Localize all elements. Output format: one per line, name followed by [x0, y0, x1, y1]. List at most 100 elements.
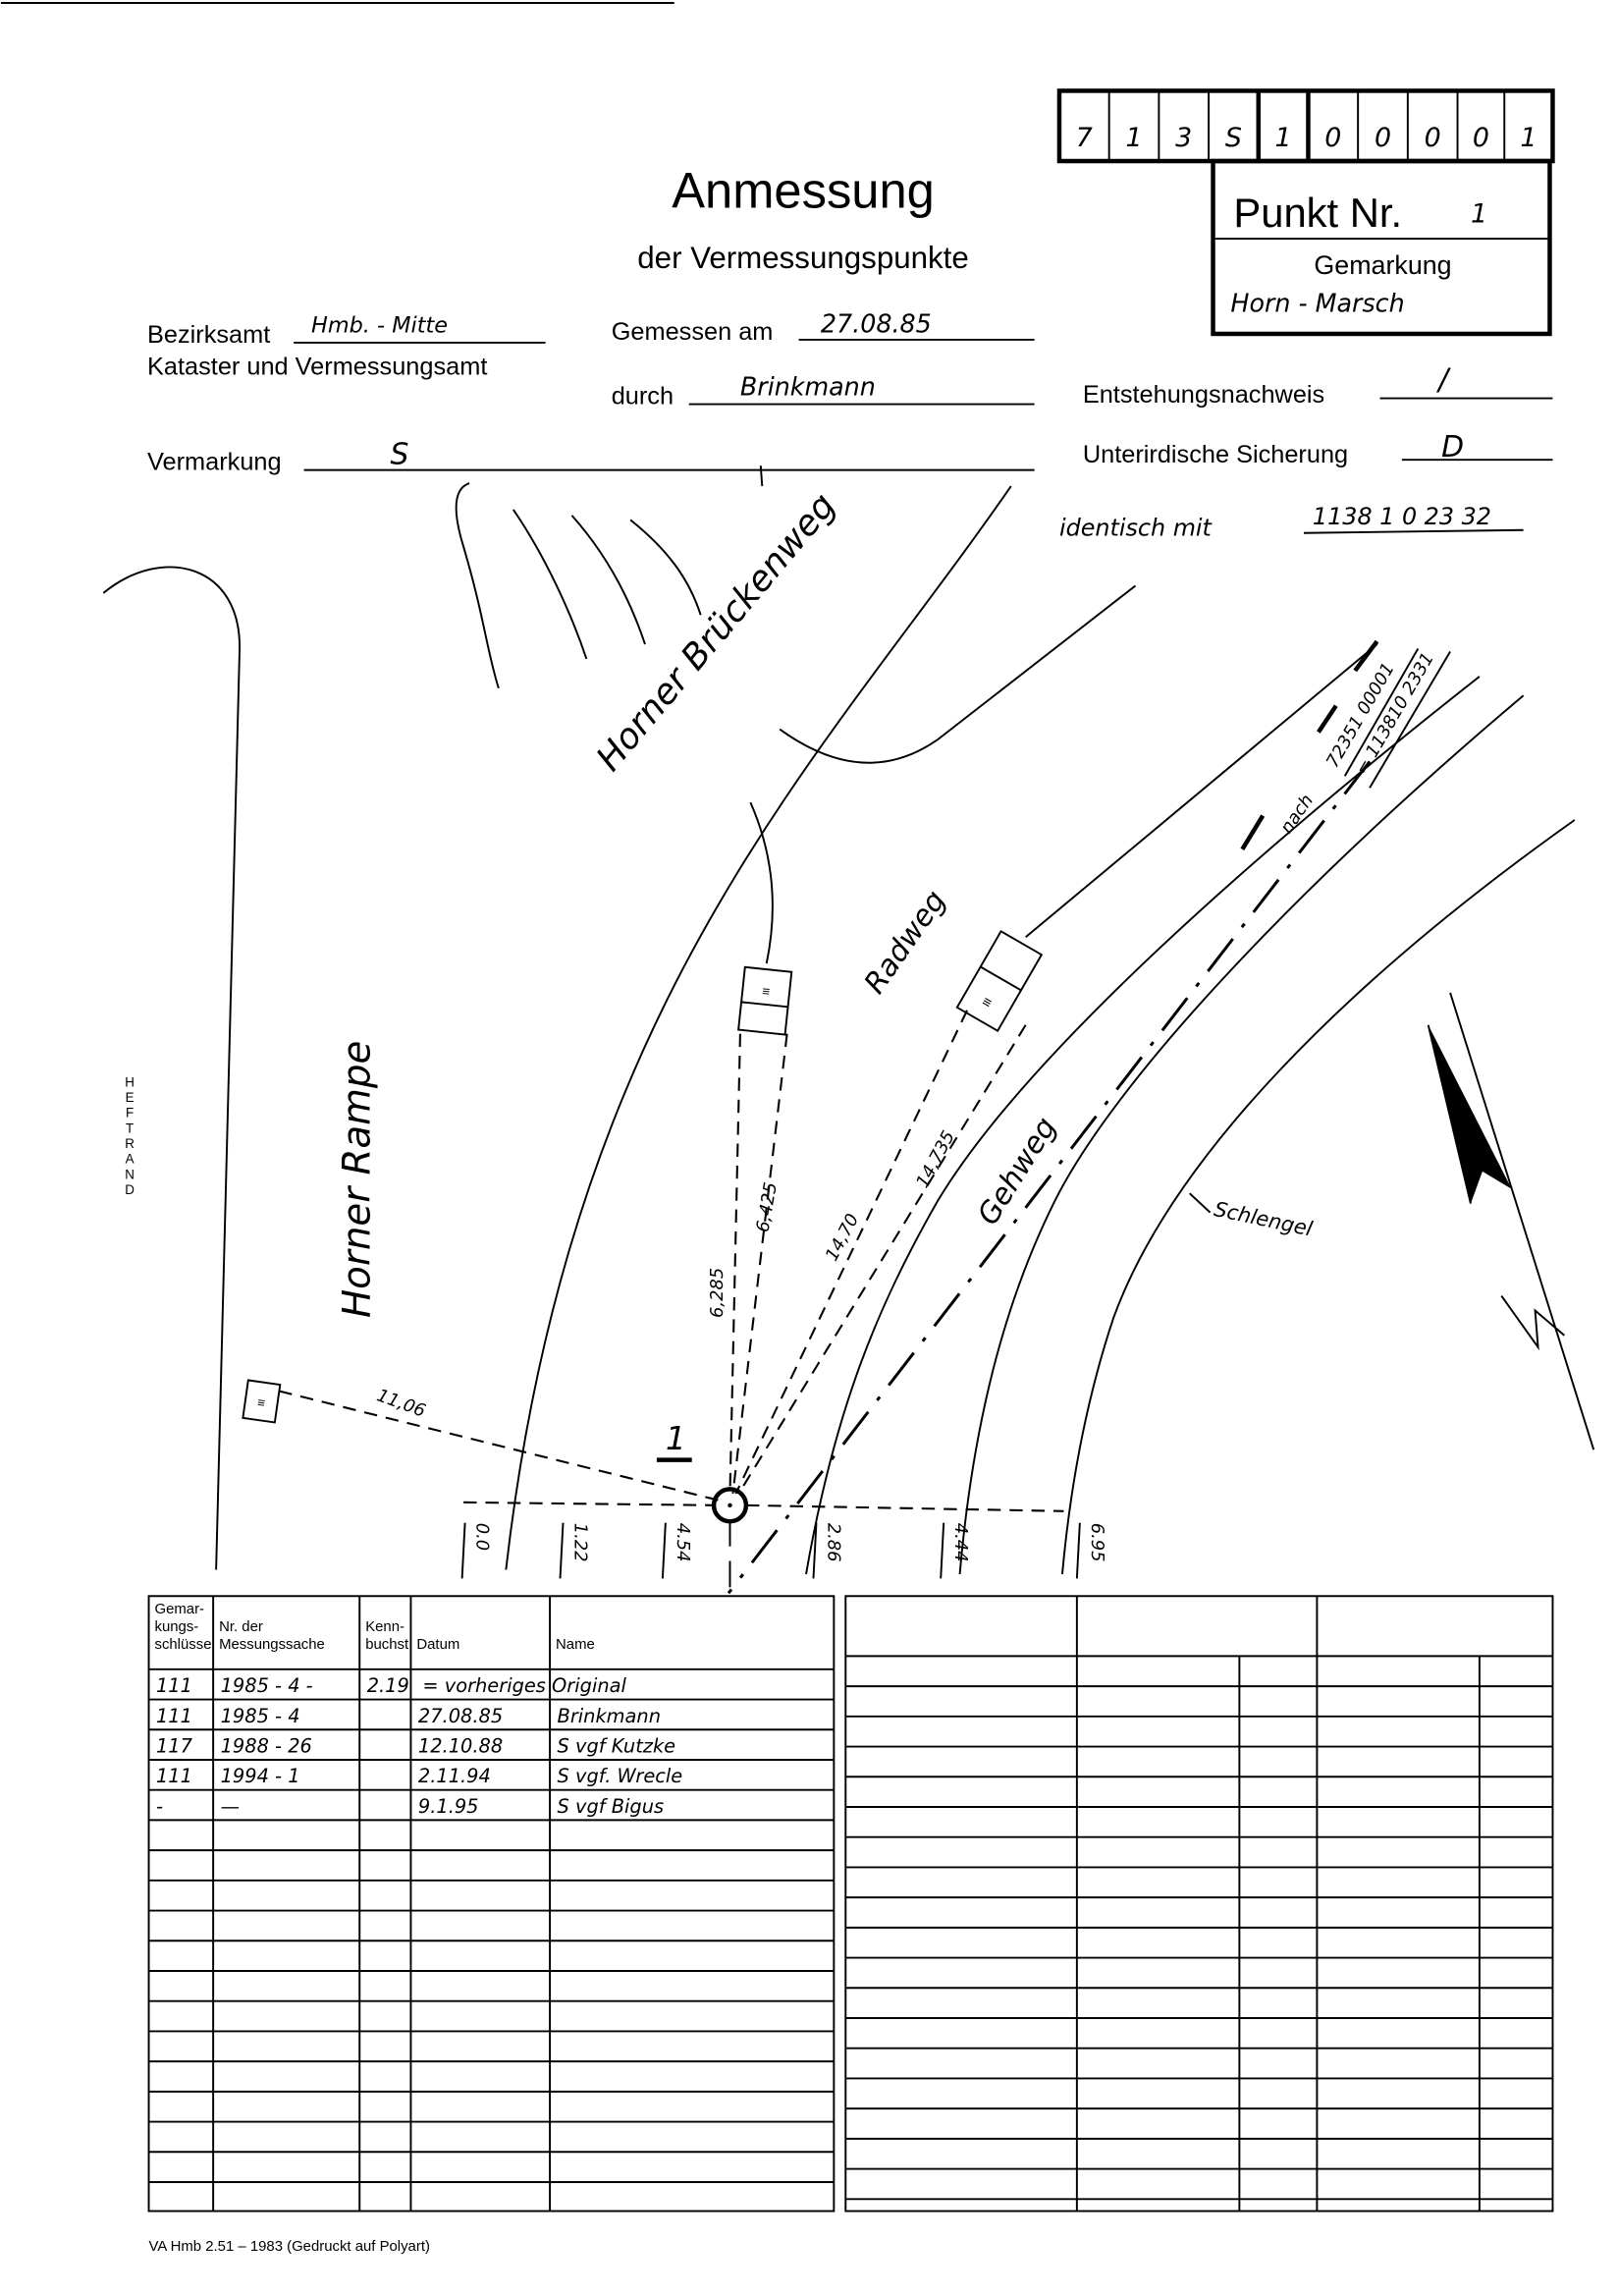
street-edge-rampe [505, 485, 1012, 1570]
table-cell[interactable]: 12.10.88 [418, 1735, 503, 1758]
table-cell[interactable]: S vgf. Wrecle [558, 1765, 683, 1787]
table-row: 111 1994 - 1 2.11.94 S vgf. Wrecle [156, 1765, 682, 1787]
table-cell[interactable]: 2.19 [367, 1674, 409, 1697]
digit-cell: S [1225, 123, 1242, 153]
digit-cell: 0 [1375, 123, 1391, 153]
offset-label: 1.22 [569, 1523, 590, 1562]
table-cell[interactable]: 27.08.85 [418, 1705, 503, 1727]
table-header: Messungssache [219, 1637, 325, 1653]
marker-box-1: ≡ [737, 965, 793, 1036]
table-header: Nr. der [219, 1619, 263, 1635]
table-cell[interactable]: S vgf Bigus [558, 1795, 665, 1818]
table-cell[interactable]: Brinkmann [558, 1705, 661, 1727]
table-row: 111 1985 - 4 - 2.19 = vorheriges Original [156, 1674, 627, 1697]
gemessen-value[interactable]: 27.08.85 [821, 308, 932, 338]
street-edge-left [102, 566, 241, 1570]
heftrand-letter: R [125, 1136, 135, 1151]
bezirksamt-label: Bezirksamt [147, 321, 270, 349]
offset-tick [940, 1522, 945, 1579]
parking-arc-2 [512, 509, 588, 660]
north-arrow-icon [1427, 992, 1595, 1450]
table-row: 117 1988 - 26 12.10.88 S vgf Kutzke [156, 1735, 675, 1758]
offset-label: 4.54 [673, 1523, 693, 1562]
table-cell[interactable]: 1985 - 4 [221, 1705, 300, 1727]
table-header: Gemar- [154, 1602, 204, 1617]
radweg-curb [805, 676, 1481, 1575]
durch-value[interactable]: Brinkmann [740, 372, 876, 402]
measure-6-425: 6,425 [752, 1180, 782, 1233]
right-table-frame [844, 1595, 1554, 2213]
radweg-edge [1025, 643, 1378, 939]
identisch-value[interactable]: 1138 1 0 23 32 [1313, 503, 1491, 530]
gehweg-curb [958, 694, 1525, 1574]
heftrand-letter: D [125, 1182, 135, 1197]
heftrand-letter: N [125, 1167, 135, 1181]
measure-11-06: 11,06 [374, 1385, 428, 1421]
table-cell[interactable]: 1994 - 1 [221, 1765, 300, 1787]
measure-14-735: 14,735 [912, 1127, 959, 1191]
digit-cell: 1 [1275, 123, 1292, 153]
table-cell[interactable]: 2.11.94 [418, 1765, 491, 1787]
digit-cell: 7 [1076, 123, 1093, 153]
point-label: 1 [666, 1420, 686, 1457]
parking-arc-4 [629, 519, 702, 616]
table-header: Name [556, 1637, 595, 1653]
heftrand-letter: T [126, 1121, 134, 1135]
street-label-schlengel: Schlengel [1212, 1197, 1315, 1241]
measure-14-70: 14,70 [822, 1211, 864, 1265]
marker-box-3: ≡ [242, 1379, 282, 1424]
offset-tick [1075, 1522, 1081, 1579]
digit-cell: 0 [1324, 123, 1341, 153]
table-header: Datum [416, 1637, 459, 1653]
measure-6-285: 6,285 [707, 1268, 728, 1318]
offset-tick [661, 1522, 667, 1579]
bruecke-island [779, 584, 1137, 764]
table-cell[interactable]: 9.1.95 [418, 1795, 479, 1818]
identisch-label: identisch mit [1059, 515, 1214, 542]
schlengel-curb [1060, 819, 1576, 1574]
street-label-radweg: Radweg [857, 885, 952, 1001]
page-subtitle: der Vermessungspunkte [637, 241, 969, 275]
digit-cell: 1 [1520, 123, 1537, 153]
street-label-horner-brueckenweg: Horner Brückenweg [589, 486, 844, 779]
marker-box-2: ≡ [955, 930, 1044, 1033]
offset-label: 0.0 [472, 1523, 493, 1551]
punkt-box: Punkt Nr. 1 Gemarkung Horn - Marsch [1211, 158, 1552, 337]
table-cell[interactable]: 111 [156, 1674, 192, 1697]
table-row: 111 1985 - 4 27.08.85 Brinkmann [156, 1705, 661, 1727]
vermarkung-value[interactable]: S [391, 438, 409, 472]
survey-point-symbol [711, 1487, 749, 1524]
table-cell[interactable]: 1985 - 4 - [221, 1674, 313, 1697]
footer-note: VA Hmb 2.51 – 1983 (Gedruckt auf Polyart… [149, 2239, 430, 2255]
amt-line: Kataster und Vermessungsamt [147, 354, 487, 381]
table-cell[interactable]: 1988 - 26 [221, 1735, 312, 1758]
table-cell[interactable]: 117 [156, 1735, 193, 1758]
svg-text:≡: ≡ [762, 984, 772, 1000]
centre-line [727, 760, 1372, 1595]
heftrand-letter: A [126, 1152, 135, 1167]
table-row: - — 9.1.95 S vgf Bigus [156, 1795, 664, 1818]
digit-cell: 3 [1175, 123, 1192, 153]
entstehung-value[interactable]: / [1435, 363, 1451, 398]
table-cell[interactable]: — [221, 1795, 240, 1818]
table-cell[interactable]: S vgf Kutzke [558, 1735, 676, 1758]
sicherung-value[interactable]: D [1441, 430, 1464, 465]
left-table-frame [147, 1595, 836, 2213]
street-label-horner-rampe: Horner Rampe [336, 1041, 380, 1318]
table-cell[interactable]: 111 [156, 1705, 192, 1727]
island-connector [749, 801, 774, 964]
table-cell[interactable]: - [156, 1795, 163, 1818]
table-cell[interactable]: = vorheriges Original [422, 1674, 626, 1697]
table-header: buchst. [365, 1637, 412, 1653]
parking-arc-1 [455, 482, 500, 689]
digit-cell: 0 [1425, 123, 1441, 153]
table-cell[interactable]: 111 [156, 1765, 192, 1787]
vermarkung-label: Vermarkung [147, 449, 282, 476]
offset-label: 2.86 [823, 1523, 843, 1562]
heftrand-letter: E [126, 1090, 135, 1105]
entstehung-label: Entstehungsnachweis [1083, 381, 1324, 409]
gemarkung-label: Gemarkung [1314, 250, 1451, 280]
bezirksamt-value[interactable]: Hmb. - Mitte [311, 312, 448, 338]
